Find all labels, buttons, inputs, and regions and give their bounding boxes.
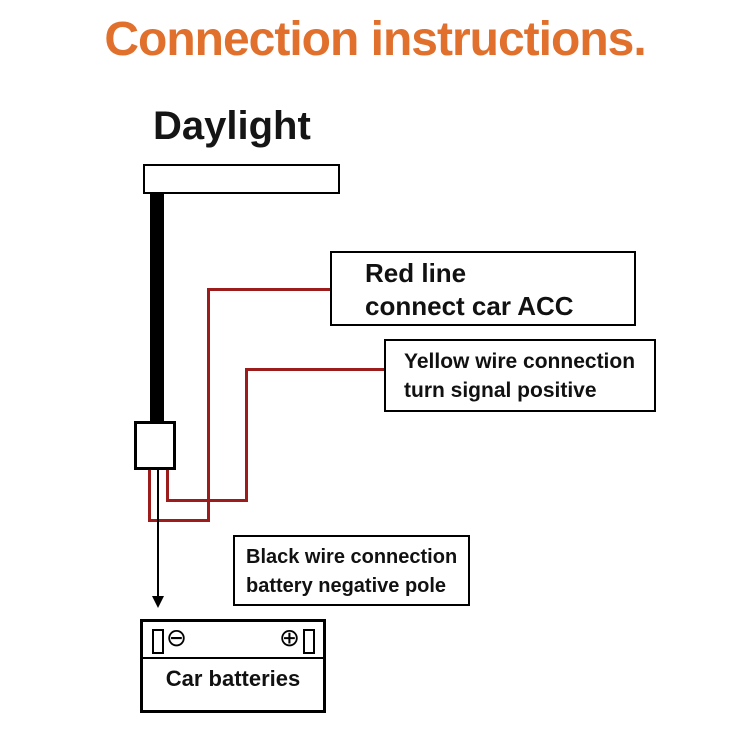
minus-terminal-icon: ⊖: [166, 623, 187, 652]
plus-terminal-icon: ⊕: [279, 623, 300, 652]
callout-red-acc-line2: connect car ACC: [365, 291, 574, 321]
battery-box: ⊖ ⊕ Car batteries: [140, 619, 326, 713]
negative-terminal-bar-icon: [152, 629, 164, 654]
daylight-cable: [150, 193, 164, 422]
battery-divider: [143, 657, 323, 659]
callout-yellow-turn: Yellow wire connection turn signal posit…: [384, 339, 656, 412]
callout-red-acc: Red line connect car ACC: [330, 251, 636, 326]
callout-black-ground-line1: Black wire connection: [246, 546, 458, 568]
callout-red-acc-line1: Red line: [365, 258, 467, 288]
red-acc-wire-vertical: [207, 288, 210, 522]
controller-box: [134, 421, 176, 470]
red-acc-wire-horizontal-low: [148, 519, 210, 522]
red-acc-wire-stub: [148, 470, 151, 522]
battery-label: Car batteries: [165, 666, 301, 691]
yellow-turn-wire-vertical: [245, 368, 248, 502]
yellow-turn-wire-stub: [166, 470, 169, 502]
red-acc-wire-horizontal-top: [207, 288, 330, 291]
black-ground-wire: [157, 470, 159, 598]
callout-black-ground: Black wire connection battery negative p…: [233, 535, 470, 606]
callout-yellow-turn-line1: Yellow wire connection: [404, 350, 636, 373]
ground-wire-arrow-icon: [152, 596, 164, 608]
daylight-label: Daylight: [153, 104, 311, 148]
yellow-turn-wire-horizontal-low: [166, 499, 248, 502]
yellow-turn-wire-horizontal-top: [245, 368, 384, 371]
positive-terminal-bar-icon: [303, 629, 315, 654]
daylight-light-bar: [143, 164, 340, 194]
callout-black-ground-line2: battery negative pole: [246, 575, 447, 597]
page-title: Connection instructions.: [104, 13, 646, 66]
callout-yellow-turn-line2: turn signal positive: [404, 379, 597, 402]
